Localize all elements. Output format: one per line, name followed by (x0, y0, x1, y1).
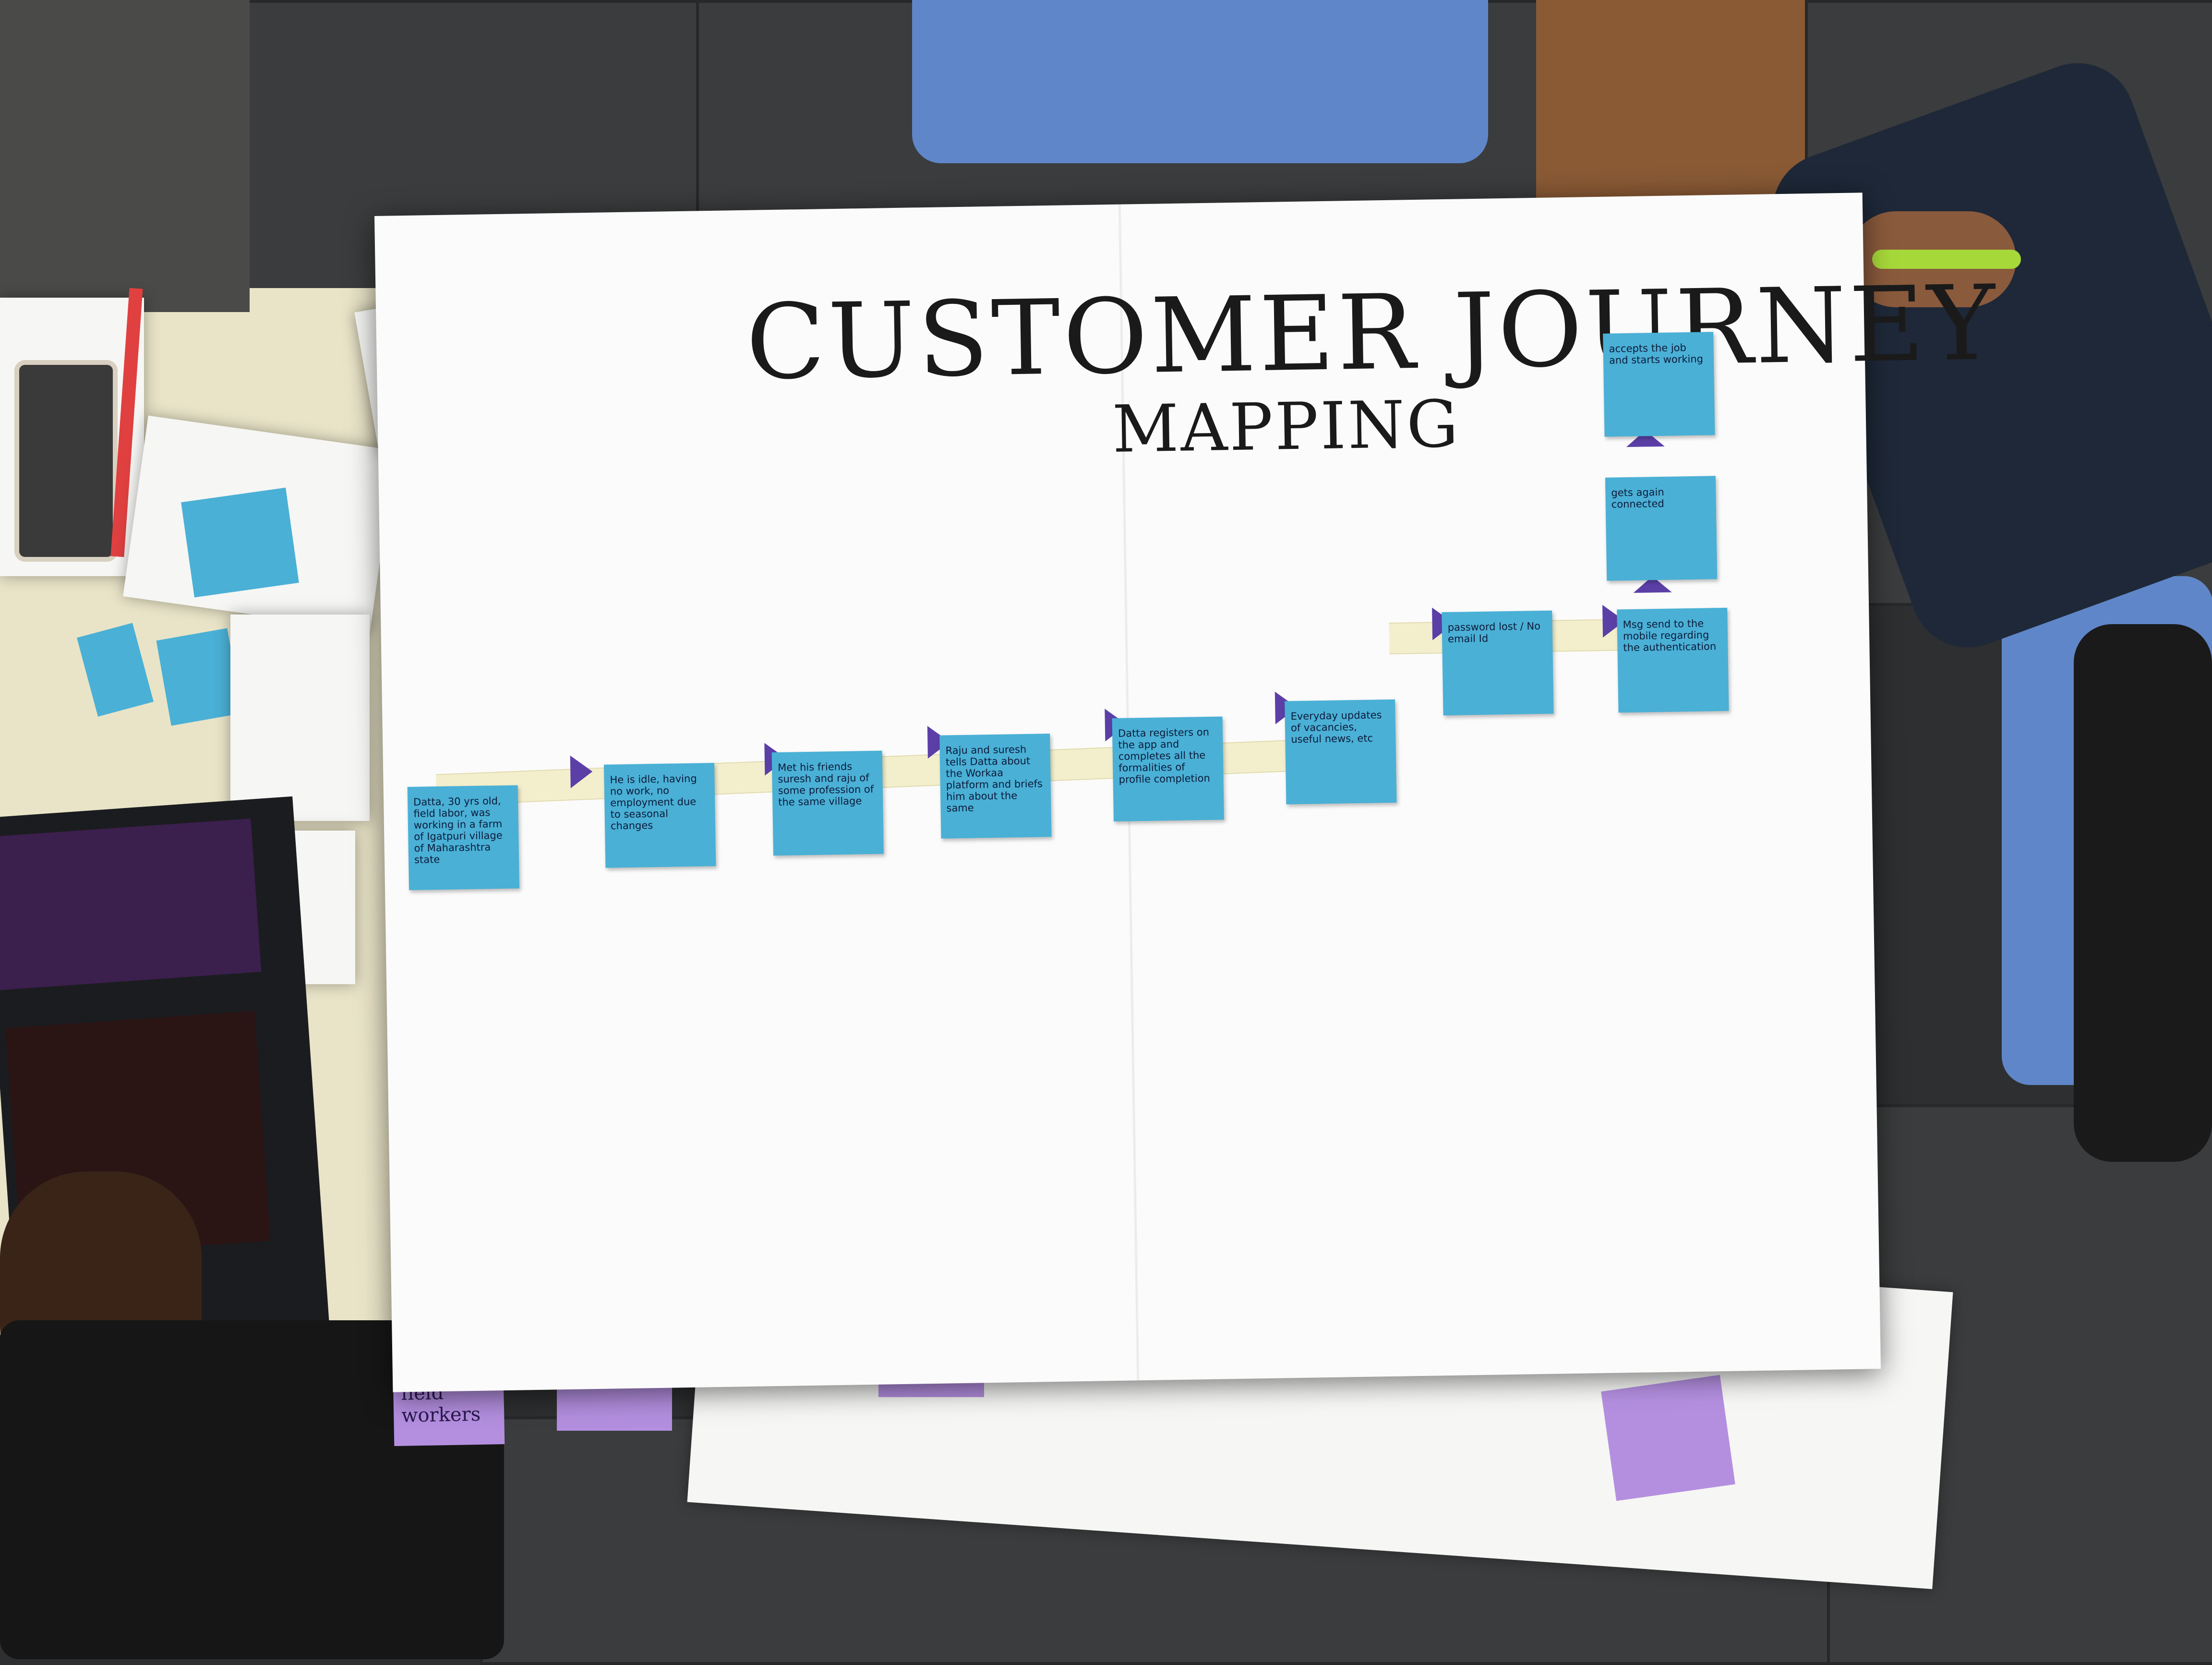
note-text: Msg send to the mobile regarding the aut… (1623, 617, 1717, 654)
journey-step-note: He is idle, having no work, no employmen… (604, 763, 716, 868)
sandal-strap (1872, 250, 2021, 269)
wooden-strip (1536, 0, 1805, 226)
purple-sticky-note (1601, 1375, 1735, 1501)
chair-back (2074, 624, 2212, 1162)
chart-paper-poster: CUSTOMER JOURNEY MAPPING Datta, 30 yrs o… (374, 193, 1999, 1392)
journey-step-note: Met his friends suresh and raju of some … (771, 750, 884, 856)
journey-step-note: gets again connected (1605, 476, 1718, 581)
laptop-screen (0, 818, 262, 991)
note-text: gets again connected (1611, 486, 1664, 510)
note-text: Raju and suresh tells Datta about the Wo… (945, 743, 1043, 814)
poster-title: CUSTOMER JOURNEY (745, 262, 1999, 403)
arrow-right-icon (570, 755, 593, 788)
notepad (230, 615, 370, 821)
blue-sticky-loose (156, 628, 242, 726)
blue-sticky-loose (181, 487, 299, 598)
note-text: Datta, 30 yrs old, field labor, was work… (413, 795, 503, 866)
note-text: Datta registers on the app and completes… (1118, 726, 1210, 785)
journey-step-note: Datta registers on the app and completes… (1112, 716, 1224, 821)
journey-step-note: Datta, 30 yrs old, field labor, was work… (407, 785, 520, 891)
note-text: He is idle, having no work, no employmen… (610, 772, 697, 832)
journey-step-note: Raju and suresh tells Datta about the Wo… (939, 734, 1052, 839)
journey-step-note: accepts the job and starts working (1603, 332, 1715, 437)
journey-step-note: Everyday updates of vacancies, useful ne… (1285, 699, 1397, 805)
note-text: password lost / No email Id (1447, 620, 1541, 645)
note-text: Everyday updates of vacancies, useful ne… (1290, 709, 1382, 746)
note-text: accepts the job and starts working (1609, 342, 1704, 366)
blue-chair (912, 0, 1488, 163)
poster-subtitle: MAPPING (1111, 386, 1461, 467)
note-text: Met his friends suresh and raju of some … (777, 760, 874, 808)
journey-step-note: Msg send to the mobile regarding the aut… (1617, 607, 1729, 713)
journey-step-note: password lost / No email Id (1442, 610, 1554, 716)
mobile-phone (14, 360, 118, 562)
fabric-bag (0, 0, 250, 312)
